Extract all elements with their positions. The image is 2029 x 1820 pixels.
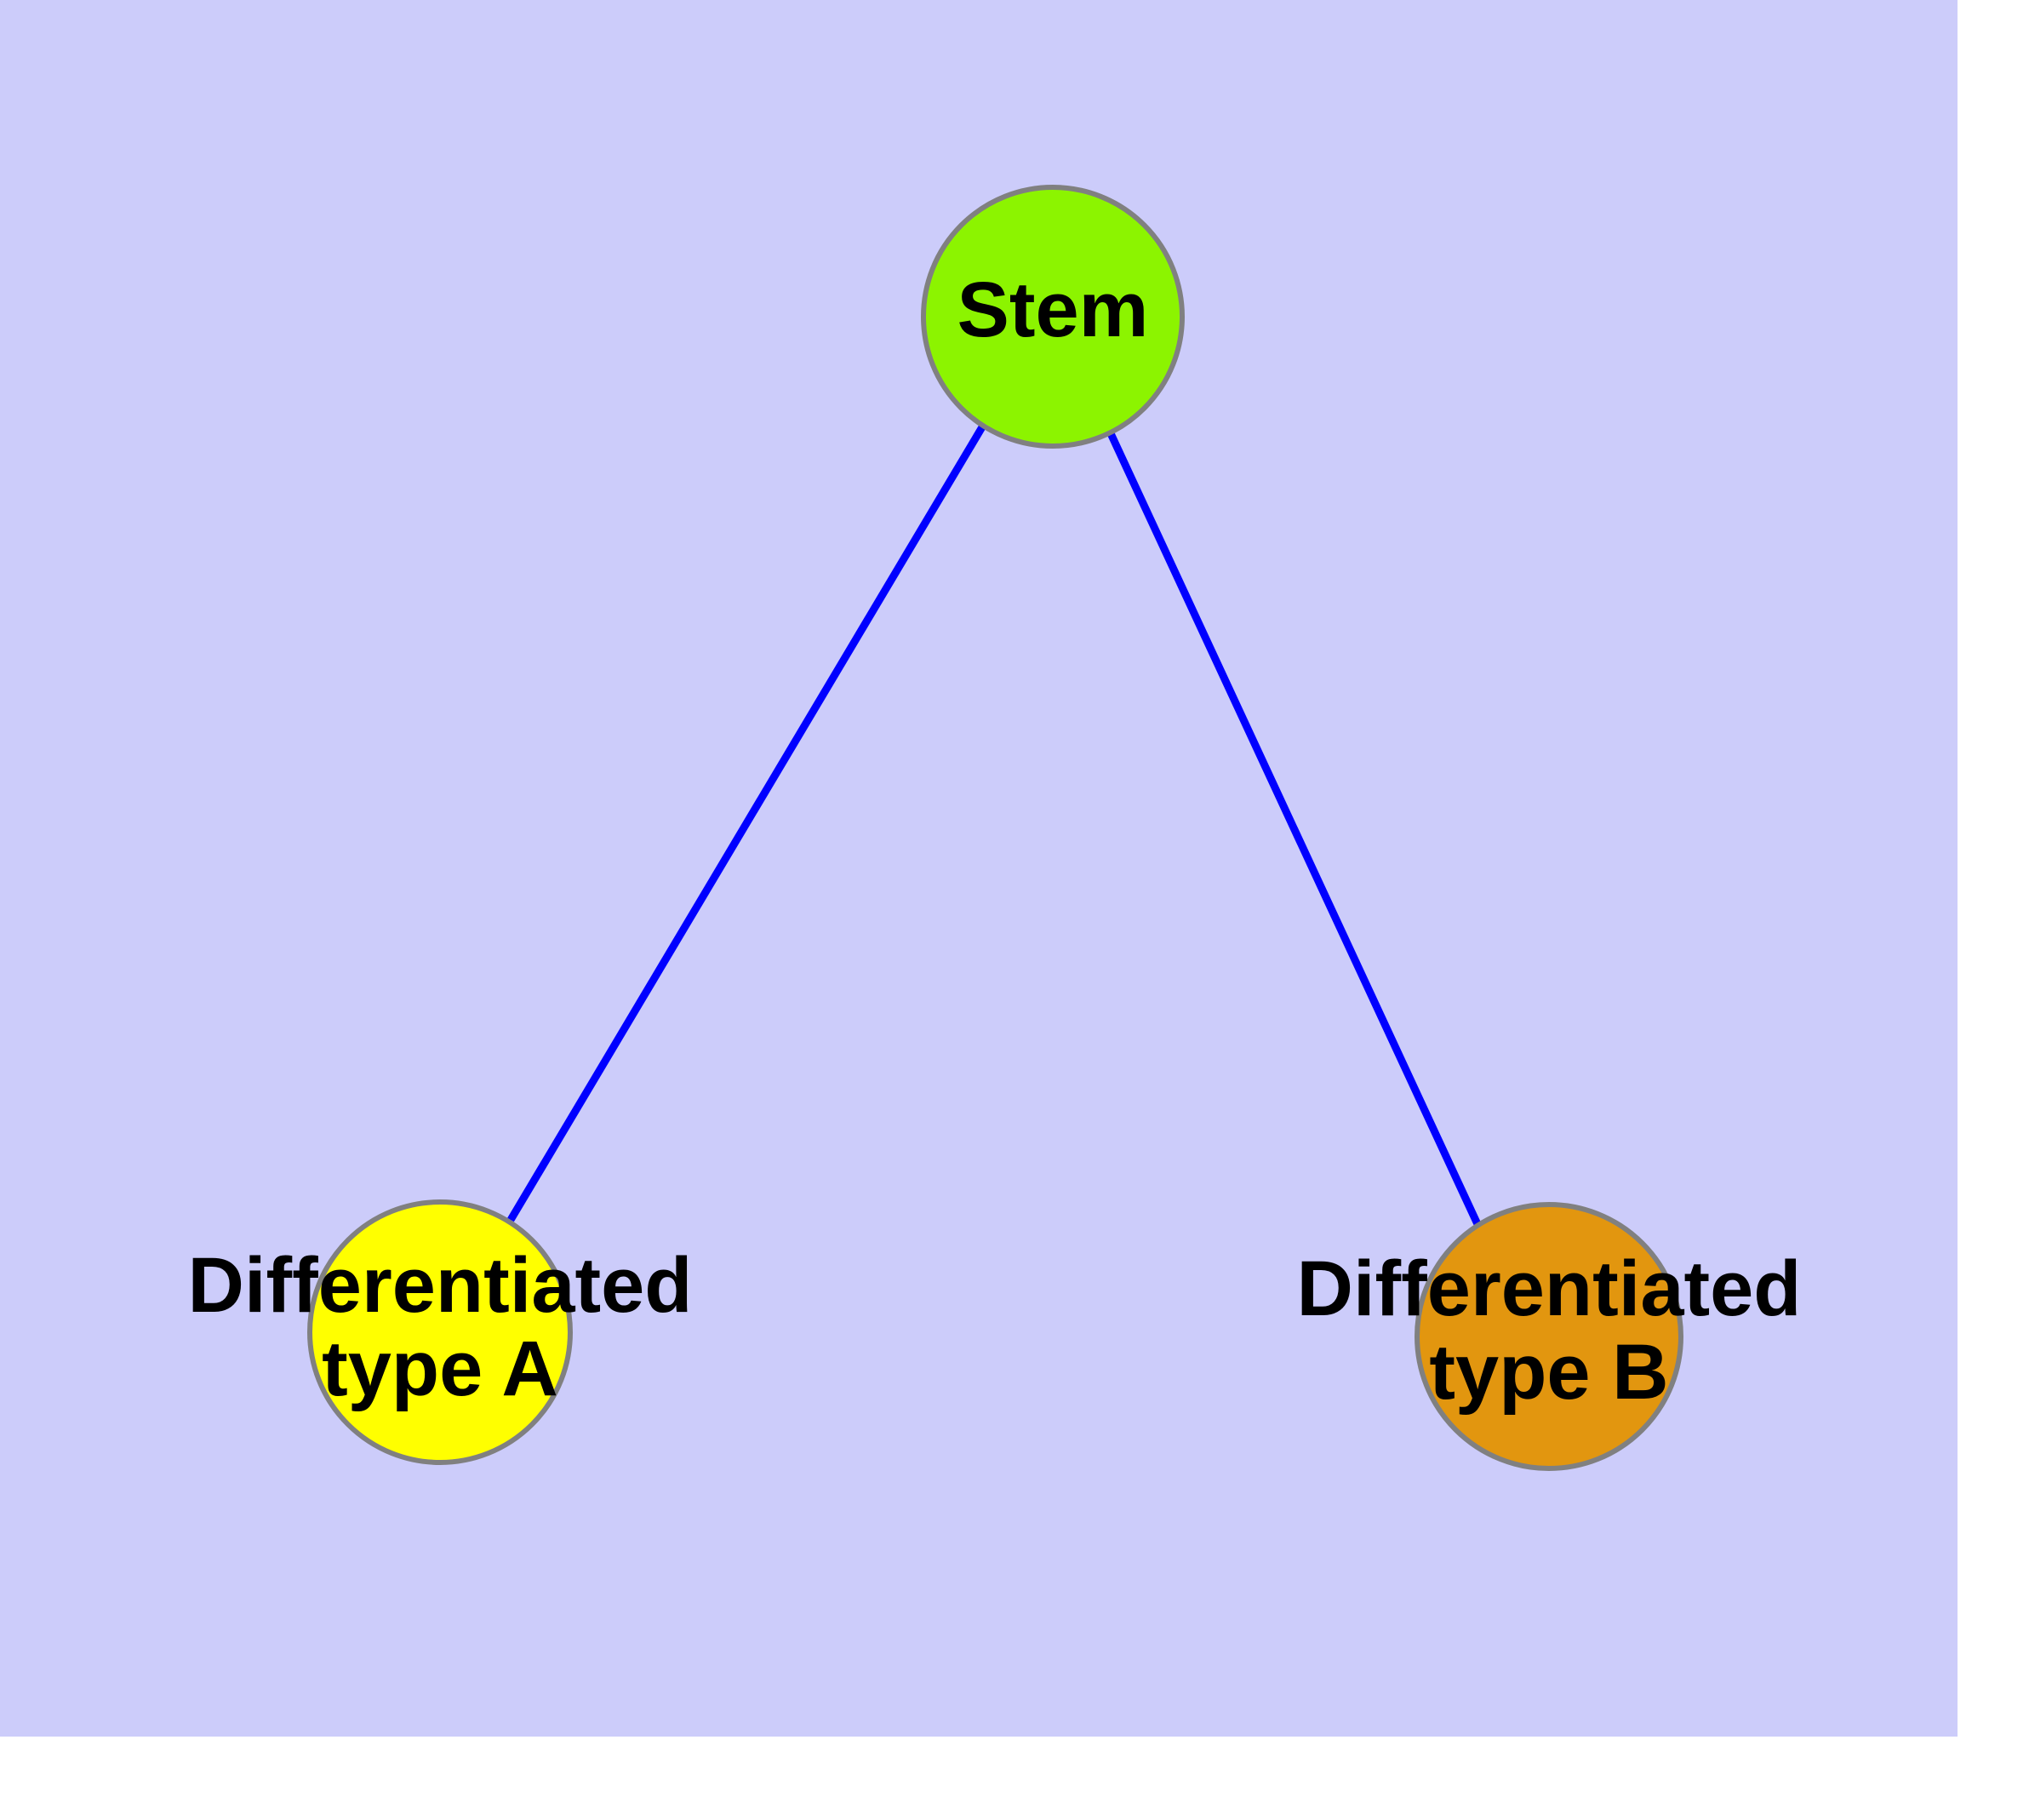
node-group (307, 185, 1683, 1471)
node-stem[interactable] (921, 185, 1185, 449)
edge-stem-to-diff-b[interactable] (1106, 430, 1482, 1226)
edge-stem-to-diff-a[interactable] (507, 423, 986, 1222)
edge-group (507, 423, 1482, 1226)
node-diff-a[interactable] (307, 1199, 573, 1465)
node-diff-b[interactable] (1415, 1202, 1683, 1471)
